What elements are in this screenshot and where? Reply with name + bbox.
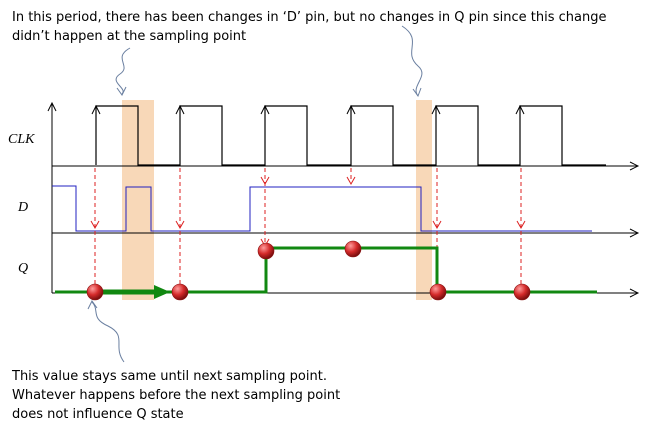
bottom-annotation: This value stays same until next samplin… xyxy=(12,367,340,424)
bottom-annotation-line-1: This value stays same until next samplin… xyxy=(12,369,327,384)
sampling-lines xyxy=(94,168,522,288)
clk-label: CLK xyxy=(8,132,35,147)
d-waveform xyxy=(52,185,592,232)
red-sphere-icon xyxy=(86,283,104,301)
clk-edge-arrows xyxy=(91,104,525,115)
red-sphere-icon xyxy=(171,283,189,301)
highlight-band-2 xyxy=(416,100,432,300)
sample-dots xyxy=(86,240,531,301)
q-label: Q xyxy=(18,261,29,276)
top-annotation: In this period, there has been changes i… xyxy=(12,8,606,46)
bottom-annotation-line-3: does not influence Q state xyxy=(12,407,184,422)
clk-baseline xyxy=(52,161,640,171)
clk-waveform xyxy=(95,105,606,166)
squiggle-arrow-icon xyxy=(115,47,131,96)
red-sphere-icon xyxy=(513,283,531,301)
d-baseline xyxy=(52,228,640,238)
red-sphere-icon xyxy=(257,242,275,260)
squiggle-arrow-icon xyxy=(87,300,125,363)
red-sphere-icon xyxy=(344,240,362,258)
bottom-annotation-line-2: Whatever happens before the next samplin… xyxy=(12,388,341,403)
top-annotation-line-2: didn’t happen at the sampling point xyxy=(12,29,247,44)
d-label: D xyxy=(18,200,29,215)
vertical-axis xyxy=(47,101,57,293)
red-sphere-icon xyxy=(429,283,447,301)
top-annotation-line-1: In this period, there has been changes i… xyxy=(12,10,607,25)
squiggle-arrow-icon xyxy=(401,25,423,98)
sampling-arrowheads xyxy=(90,176,526,248)
q-hold-arrow xyxy=(96,285,170,299)
